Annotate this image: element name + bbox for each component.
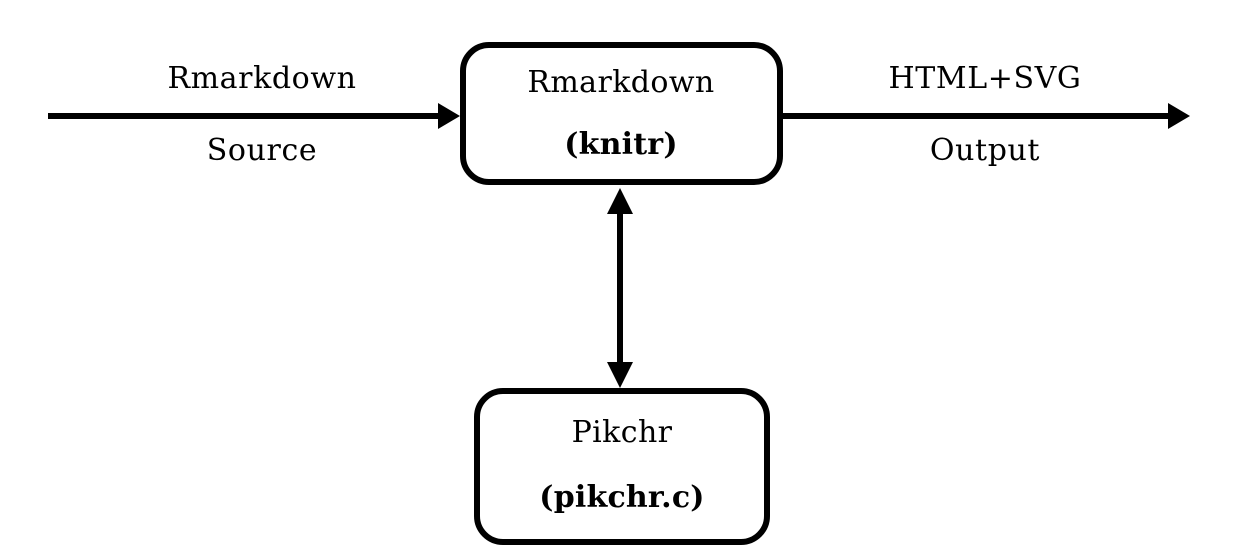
output-edge-label-above: HTML+SVG	[889, 61, 1082, 96]
output-arrow	[783, 103, 1190, 129]
box-rmarkdown-knitr-outline	[460, 42, 783, 185]
knitr-pikchr-link-arrow	[607, 188, 633, 388]
box-rmarkdown-knitr-line2: (knitr)	[564, 127, 677, 162]
output-arrow-head-icon	[1168, 103, 1190, 129]
box-rmarkdown-knitr[interactable]: Rmarkdown (knitr)	[460, 42, 783, 185]
link-arrow-head-down-icon	[607, 362, 633, 388]
link-arrow-head-up-icon	[607, 188, 633, 214]
box-pikchr-c[interactable]: Pikchr (pikchr.c)	[474, 388, 770, 545]
input-edge-labels: Rmarkdown Source	[167, 61, 356, 168]
output-edge-label-below: Output	[930, 133, 1040, 168]
output-edge-labels: HTML+SVG Output	[889, 61, 1082, 168]
box-pikchr-c-line2: (pikchr.c)	[539, 480, 704, 515]
box-rmarkdown-knitr-line1: Rmarkdown	[527, 65, 714, 100]
input-edge-label-below: Source	[207, 133, 317, 168]
input-arrow-head-icon	[438, 103, 460, 129]
box-pikchr-c-outline	[474, 388, 770, 545]
input-arrow	[48, 103, 460, 129]
box-pikchr-c-line1: Pikchr	[572, 415, 673, 450]
input-edge-label-above: Rmarkdown	[167, 61, 356, 96]
